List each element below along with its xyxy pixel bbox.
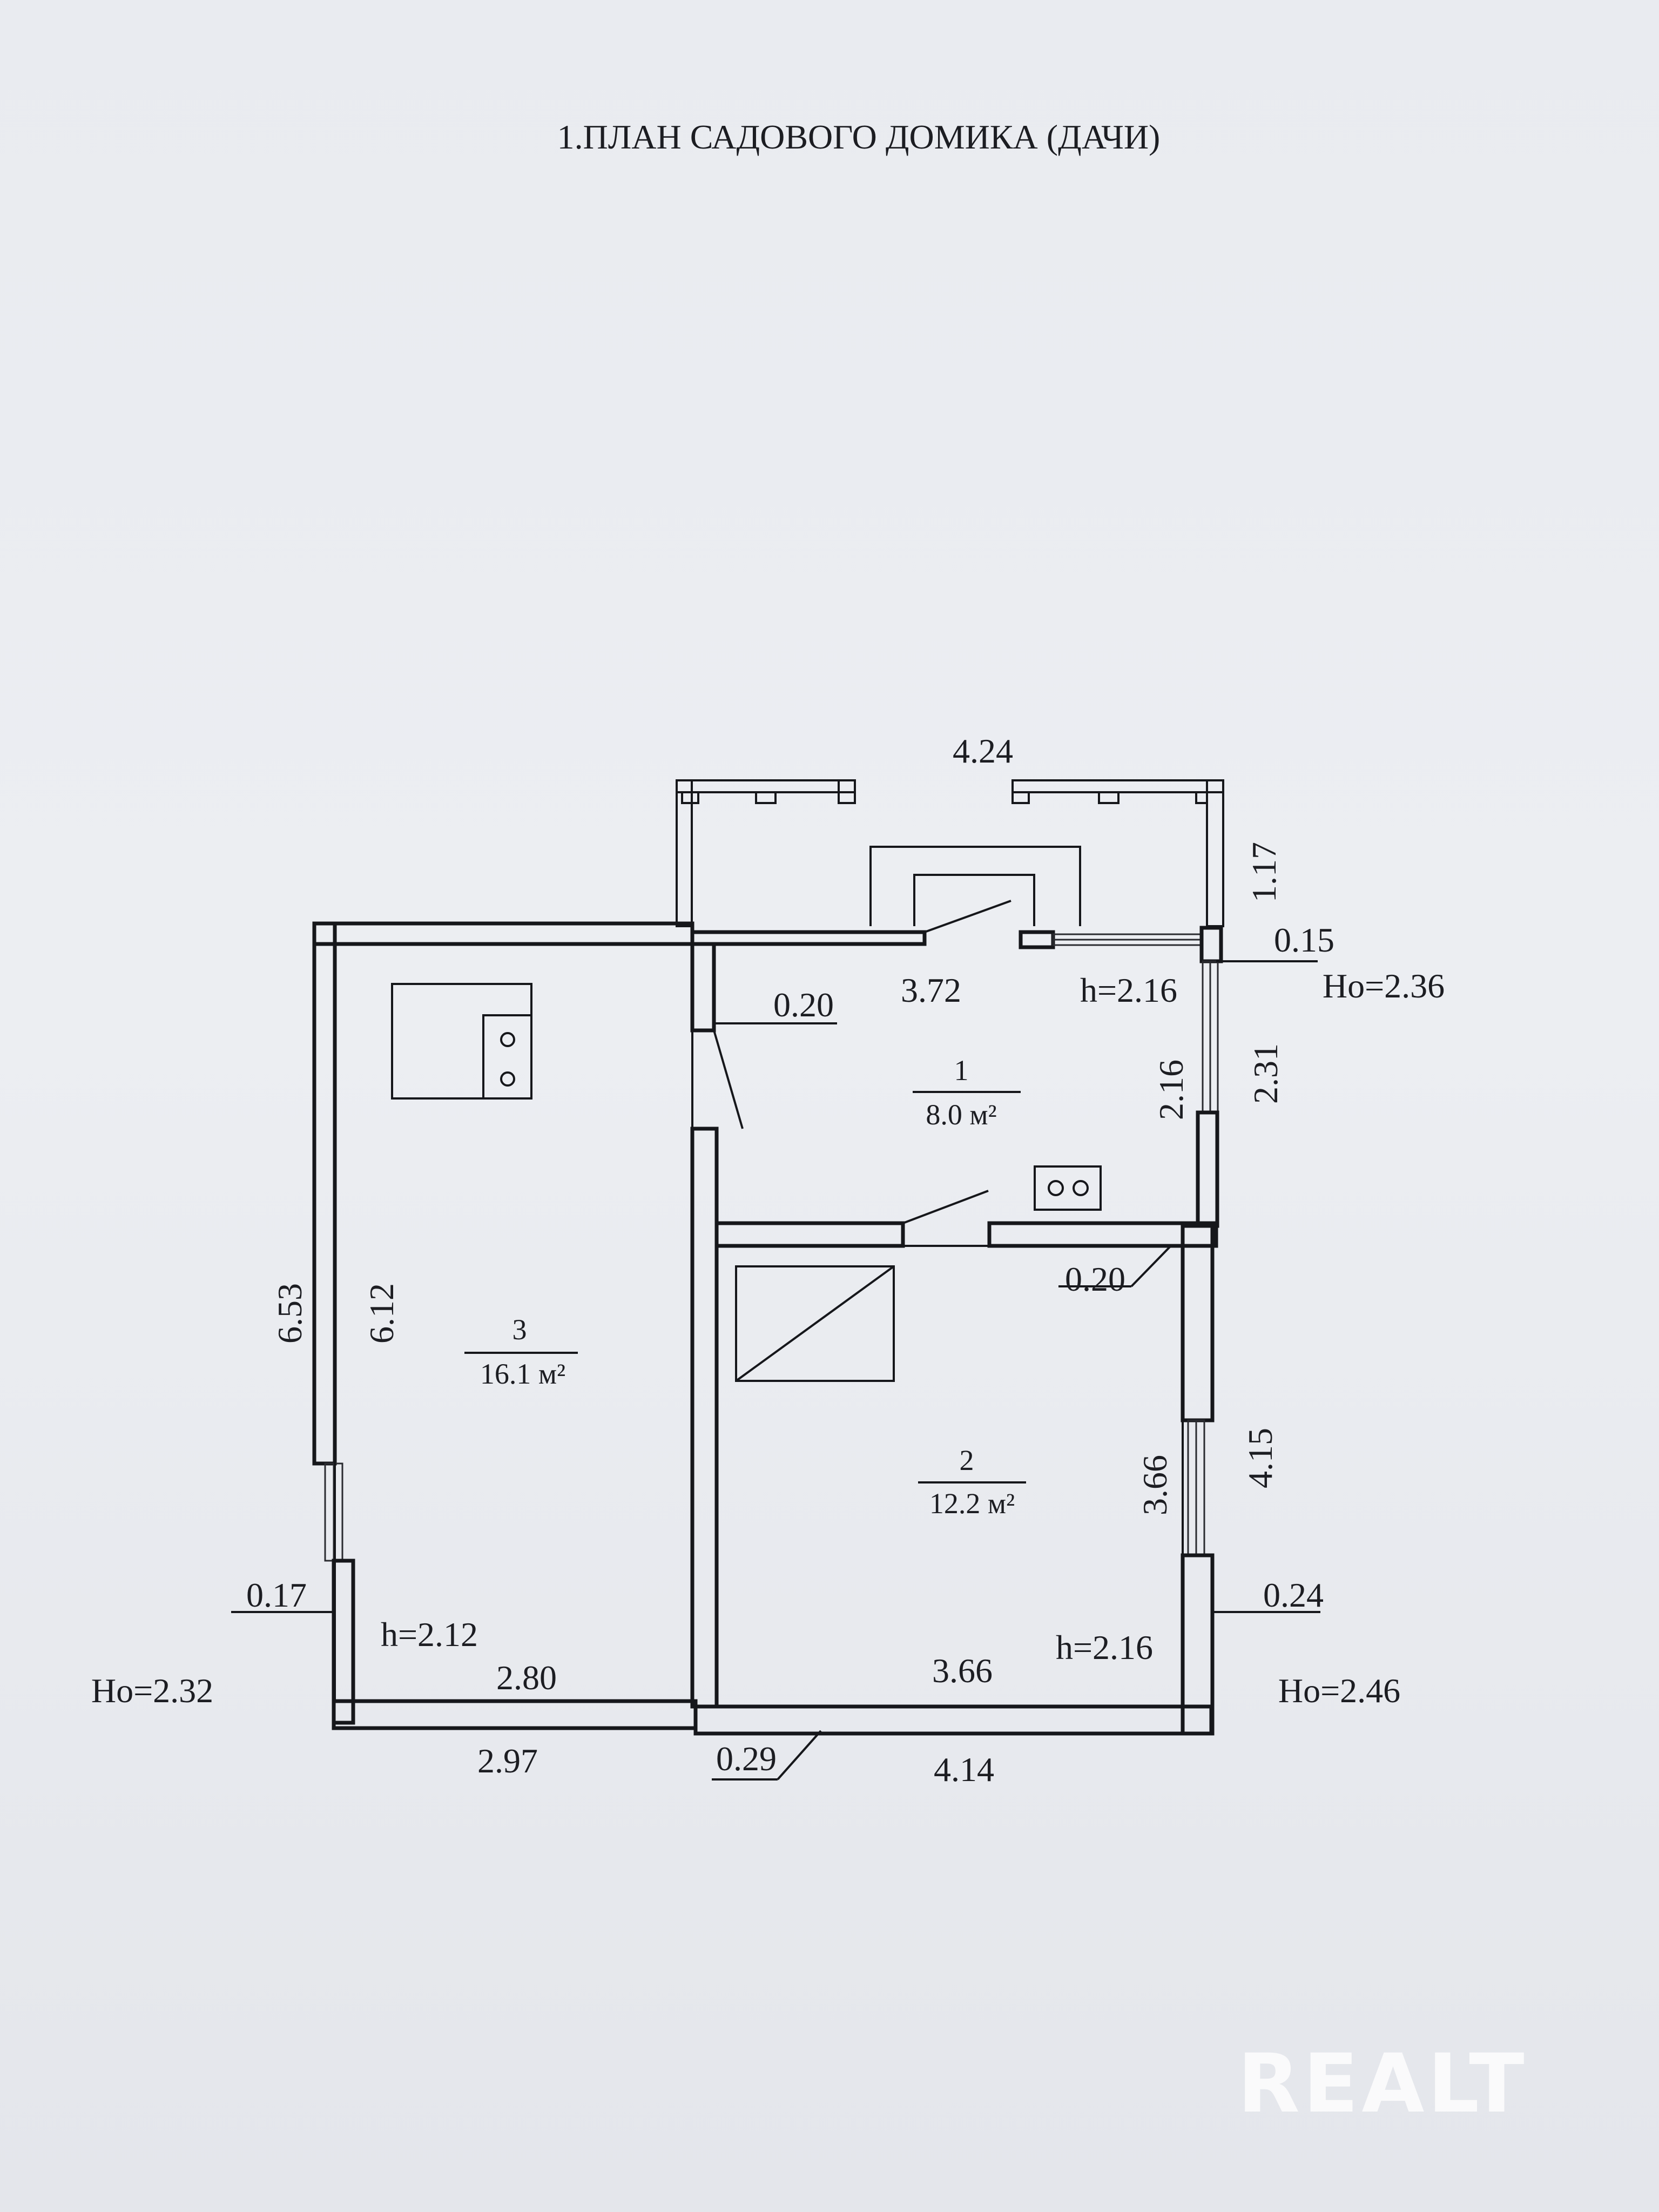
outer-walls bbox=[312, 921, 1223, 1736]
room-1-number: 1 bbox=[954, 1054, 969, 1087]
dim-bottom-left-outer: 2.97 bbox=[477, 1742, 538, 1780]
inner-walls bbox=[334, 900, 1218, 1709]
room-3-area: 16.1 м² bbox=[480, 1358, 565, 1390]
terrace bbox=[676, 779, 1224, 927]
room-3-number: 3 bbox=[512, 1313, 527, 1346]
room-2-area: 12.2 м² bbox=[929, 1487, 1015, 1520]
furniture-room-2 bbox=[735, 1265, 895, 1382]
dim-room2-depth-inner: 3.66 bbox=[1136, 1455, 1174, 1515]
level-right: Ho=2.46 bbox=[1278, 1671, 1400, 1710]
hall-ceiling-height: h=2.16 bbox=[1080, 971, 1177, 1009]
dim-hall-depth-inner: 2.16 bbox=[1152, 1060, 1190, 1120]
dim-left-outer-length: 6.53 bbox=[271, 1283, 309, 1344]
stove-hall bbox=[1034, 1165, 1102, 1211]
dim-right-wall-thickness-bottom: 0.24 bbox=[1263, 1576, 1324, 1614]
dim-left-inner-length: 6.12 bbox=[362, 1283, 401, 1344]
room-2-number: 2 bbox=[960, 1444, 974, 1476]
dim-terrace-width: 4.24 bbox=[953, 732, 1013, 770]
dim-room2-width: 3.66 bbox=[932, 1651, 993, 1690]
dim-hall-inner-wall: 0.20 bbox=[773, 986, 834, 1024]
dim-right-wall-thickness: 0.15 bbox=[1274, 921, 1334, 959]
dim-middle-wall-thickness: 0.29 bbox=[716, 1739, 777, 1778]
room-label-2: 2 12.2 м² bbox=[929, 1444, 1015, 1520]
room-3-ceiling-height: h=2.12 bbox=[381, 1615, 478, 1654]
room-label-3: 3 16.1 м² bbox=[480, 1313, 565, 1390]
room-2-ceiling-height: h=2.16 bbox=[1056, 1628, 1153, 1667]
dim-hall-width: 3.72 bbox=[901, 971, 961, 1009]
dim-terrace-depth: 1.17 bbox=[1245, 842, 1283, 902]
fixtures bbox=[391, 983, 1102, 1382]
dimension-lines bbox=[231, 960, 1320, 1781]
dim-bottom-right-outer: 4.14 bbox=[934, 1750, 994, 1789]
level-top-right: Ho=2.36 bbox=[1323, 967, 1445, 1005]
plan-title: 1.ПЛАН САДОВОГО ДОМИКА (ДАЧИ) bbox=[557, 118, 1161, 156]
room-1-area: 8.0 м² bbox=[926, 1098, 996, 1131]
level-left: Ho=2.32 bbox=[91, 1671, 213, 1710]
stove-room-3 bbox=[391, 983, 532, 1100]
room-label-1: 1 8.0 м² bbox=[926, 1054, 996, 1131]
dim-partition-thickness: 0.20 bbox=[1065, 1260, 1125, 1298]
dim-room3-width: 2.80 bbox=[496, 1658, 557, 1697]
watermark-logo: REALT bbox=[1237, 2037, 1527, 2131]
dim-room2-depth-outer: 4.15 bbox=[1241, 1428, 1279, 1488]
dim-left-wall-thickness: 0.17 bbox=[246, 1576, 307, 1614]
dim-hall-depth-outer: 2.31 bbox=[1246, 1043, 1285, 1104]
